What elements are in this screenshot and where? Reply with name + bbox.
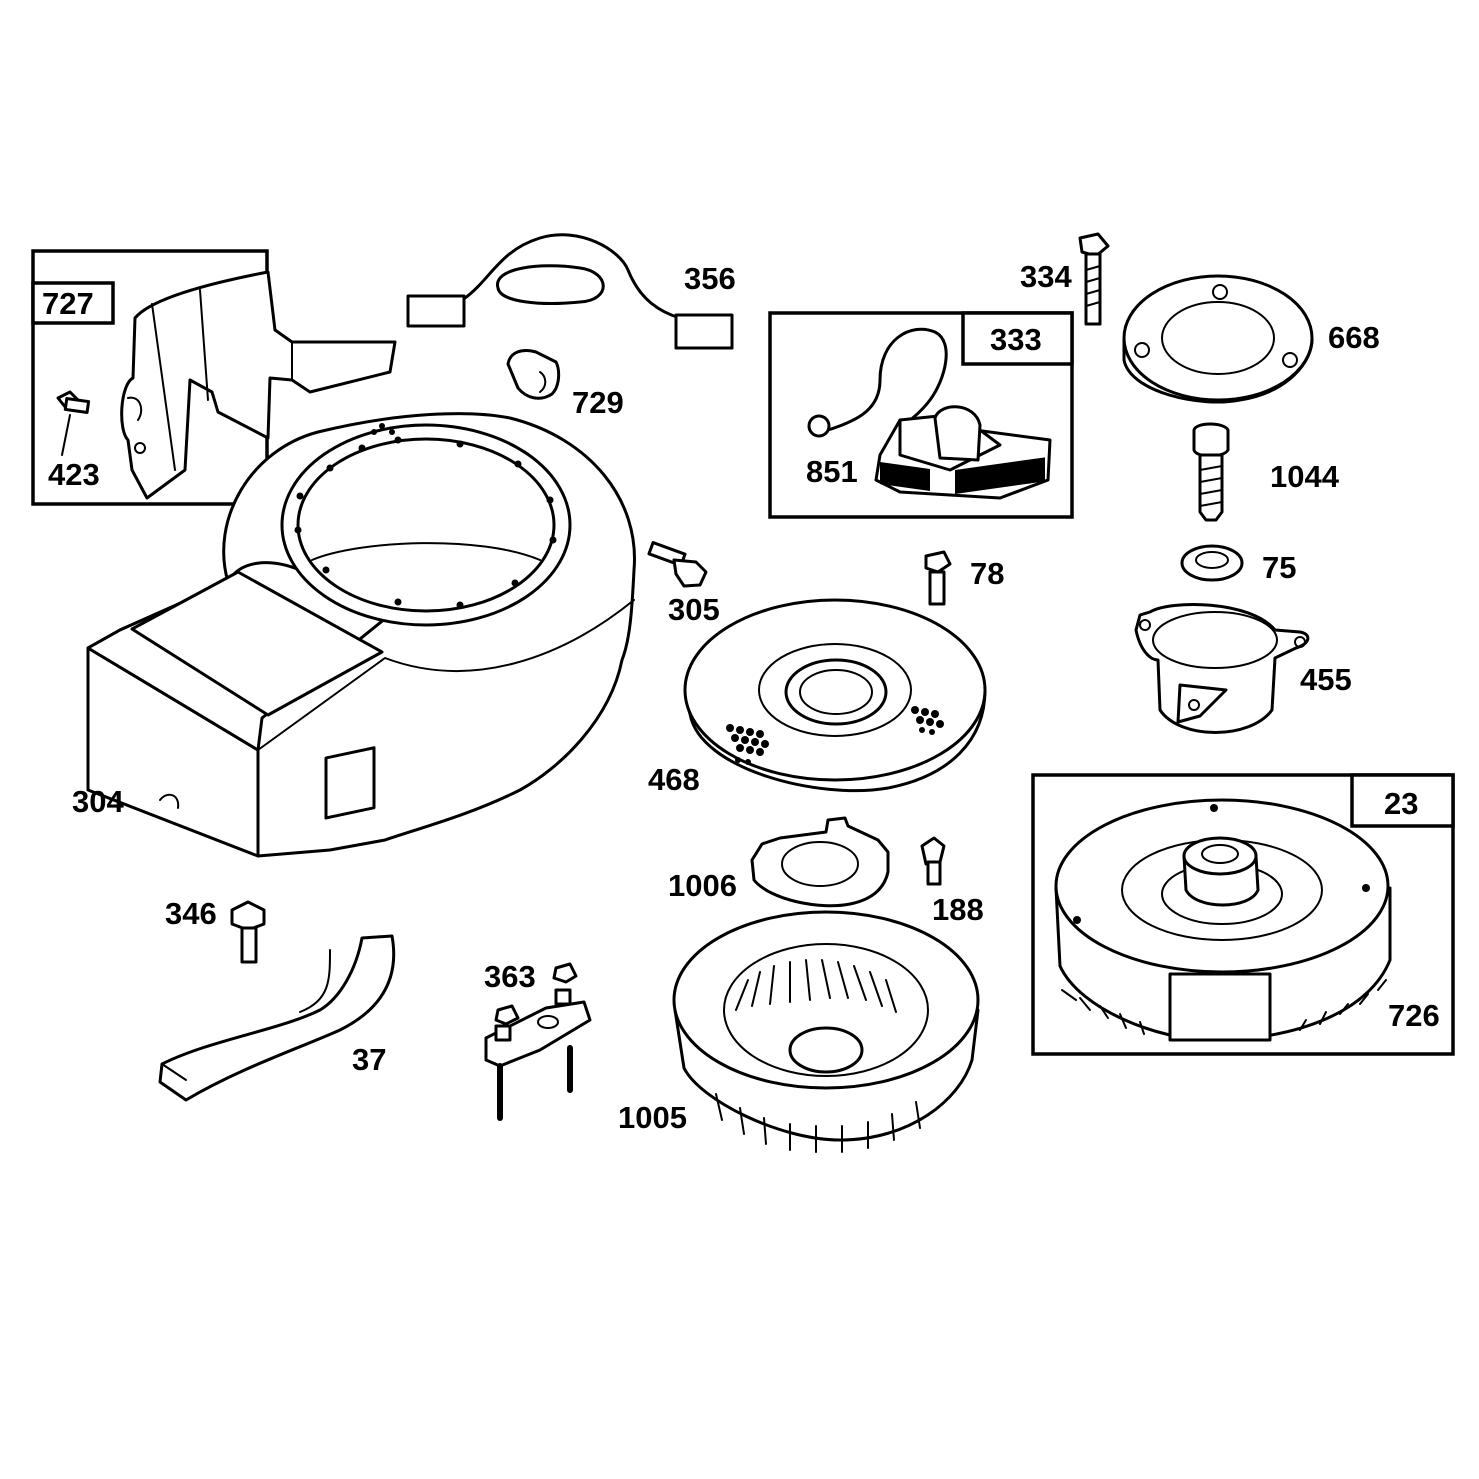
kit-727-frame [31,249,269,506]
washer-75 [1180,544,1244,582]
callout-423: 423 [48,457,100,492]
kit-23-frame [1031,773,1455,1056]
bolt-188 [920,836,946,886]
callout-455: 455 [1300,662,1352,697]
callout-356: 356 [684,261,736,296]
armature-coil-part [807,327,1052,500]
connector-right [674,313,734,350]
baffle-37 [158,934,396,1102]
wire-harness-356 [406,233,734,350]
kit-333-tag [961,311,1074,366]
screw-334 [1078,232,1110,326]
callout-1044: 1044 [1270,459,1340,494]
screen-468 [683,598,987,793]
callout-305: 305 [668,592,720,627]
callout-37: 37 [352,1042,386,1077]
callout-1005: 1005 [618,1100,687,1135]
callout-188: 188 [932,892,984,927]
callout-78: 78 [970,556,1004,591]
callout-334: 334 [1020,259,1072,294]
callout-363: 363 [484,959,536,994]
screen-holes [726,706,944,765]
callout-851: 851 [806,454,858,489]
blower-housing-304 [86,412,636,858]
screw-78 [924,550,952,606]
screw-423 [56,390,91,456]
kit-333-frame [768,311,1074,519]
screw-1044 [1192,422,1230,522]
ring-1006 [750,816,890,908]
kit-23-tag [1350,773,1455,828]
fan-1005 [672,910,980,1153]
callout-668: 668 [1328,320,1380,355]
callout-346: 346 [165,896,217,931]
callout-75: 75 [1262,550,1296,585]
callout-729: 729 [572,385,624,420]
connector-left [406,294,466,328]
kit-727-tag [31,281,115,325]
grommet-729 [506,349,561,400]
callout-23: 23 [1384,786,1418,821]
bracket-363 [484,962,592,1121]
bolt-305 [647,541,708,588]
callout-1006: 1006 [668,868,737,903]
plate-668 [1122,274,1314,404]
air-guide-part [120,270,397,500]
callout-304: 304 [72,784,124,819]
callout-468: 468 [648,762,700,797]
callout-726: 726 [1388,998,1440,1033]
screw-346 [230,900,266,964]
callout-727: 727 [42,286,94,321]
callout-labels: 727 423 356 729 333 851 334 668 1044 75 … [42,259,1440,1135]
cup-455 [1134,603,1310,734]
callout-333: 333 [990,322,1042,357]
flywheel-726 [1054,798,1392,1042]
